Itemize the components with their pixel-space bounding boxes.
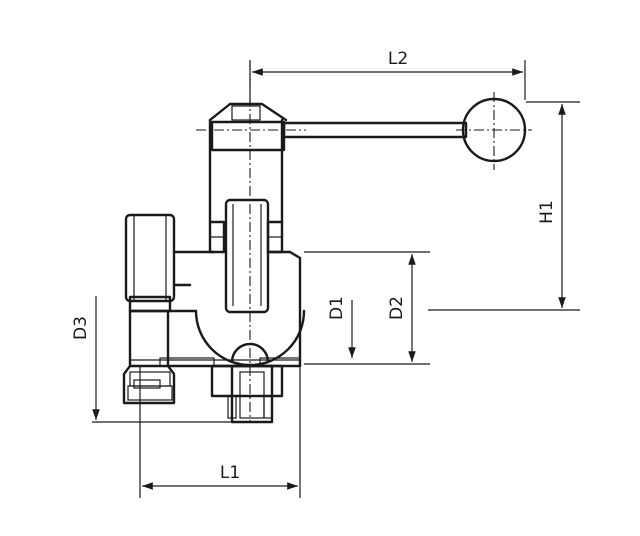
centre-lines — [196, 60, 532, 422]
stem-housing — [208, 198, 284, 314]
dimension-label-h1: H1 — [537, 200, 557, 224]
dimension-label-d2: D2 — [387, 296, 407, 320]
dimension-label-l1: L1 — [220, 463, 240, 483]
dimension-l1: L1 — [139, 366, 301, 498]
dimension-label-l2: L2 — [388, 49, 408, 69]
dimension-d3: D3 — [71, 296, 232, 423]
left-clamp-ferrule — [122, 213, 216, 405]
handle-bracket — [208, 102, 288, 224]
dimension-label-d3: D3 — [71, 316, 91, 340]
dimension-d2: D2 — [304, 251, 430, 365]
drain-fitting — [210, 342, 284, 424]
dimension-d1: D1 — [327, 296, 356, 358]
valve-body — [122, 60, 532, 424]
main-bore — [128, 250, 302, 368]
dimension-l2: L2 — [249, 49, 526, 106]
dimension-h1: H1 — [428, 101, 580, 311]
dimension-label-d1: D1 — [327, 296, 347, 320]
